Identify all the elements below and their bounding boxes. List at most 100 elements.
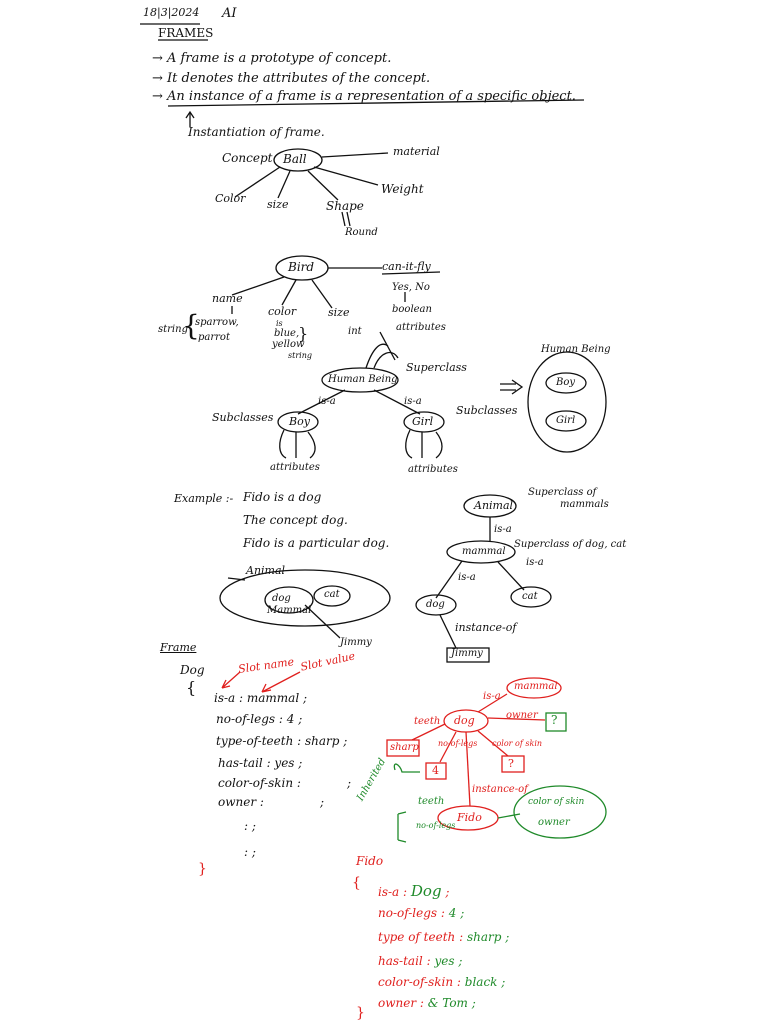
bird-color-label: color: [268, 305, 297, 318]
fido-line-4-label: has-tail :: [378, 954, 431, 968]
net-edge-is-a: [477, 693, 508, 713]
fido-line-1-label: is-a :: [378, 885, 408, 899]
ball-node: [273, 148, 323, 172]
example-line-2: The concept dog.: [243, 513, 348, 527]
venn-dog: dog: [272, 593, 291, 604]
string-label: string: [158, 324, 188, 335]
net-color-of-skin: color of skin: [492, 739, 543, 748]
net-no-of-legs: no-of-legs: [438, 739, 478, 748]
color-label: Color: [215, 192, 246, 205]
frames-point-2: → It denotes the attributes of the conce…: [152, 71, 431, 86]
fido-line-6-end: ;: [471, 996, 476, 1010]
tree-mammal-note: Superclass of dog, cat: [514, 539, 627, 550]
color-is: is: [276, 319, 283, 328]
net-q1: ?: [551, 713, 558, 727]
name-brace: {: [182, 309, 200, 342]
material-label: material: [393, 145, 440, 158]
tree-animal: Animal: [474, 499, 514, 512]
tree-edge-dog-jimmy: [439, 614, 457, 649]
fido-line-5: color-of-skin : black ;: [378, 976, 505, 988]
net-instance-of: instance-of: [472, 784, 528, 795]
jimmy-pointer: [304, 604, 341, 639]
fido-line-3-value: sharp: [466, 930, 502, 944]
frame-dog-name: Dog: [180, 663, 205, 677]
net-no-of-legs-2: no-of-legs: [416, 821, 456, 830]
fido-frame-name: Fido: [356, 854, 384, 868]
boy-attribute-strokes: [279, 429, 316, 459]
subclasses-left: Subclasses: [212, 411, 274, 424]
net-edge-skin: [477, 730, 509, 757]
can-fly-underline: [381, 271, 441, 275]
fido-line-5-value: black: [464, 975, 498, 989]
fido-line-6: owner : & Tom ;: [378, 997, 476, 1009]
implies-arrow: [500, 379, 524, 395]
net-edge-legs: [439, 731, 457, 763]
tree-edge-mammal-cat: [497, 561, 525, 591]
superclass-label: Superclass: [406, 361, 467, 374]
is-a-left: is-a: [318, 396, 336, 407]
is-a-right: is-a: [404, 396, 422, 407]
example-line-3: Fido is a particular dog.: [243, 536, 390, 550]
dog-slot-1: is-a : mammal ;: [214, 691, 308, 705]
venn-girl-label: Girl: [556, 415, 576, 426]
frames-point-2-text: It denotes the attributes of the concept…: [167, 71, 431, 86]
cat-venn: [313, 585, 351, 607]
net-q2-box: [501, 755, 525, 773]
int-label: int: [348, 326, 362, 337]
fido-line-4: has-tail : yes ;: [378, 955, 462, 967]
bird-edge-color: [281, 279, 297, 306]
subclasses-right: Subclasses: [456, 404, 518, 417]
frames-point-3-text: An instance of a frame is a representati…: [167, 89, 576, 104]
tree-instance-of: instance-of: [455, 621, 517, 634]
fido-line-1: is-a : Dog ;: [378, 884, 449, 899]
fido-line-3-end: ;: [505, 930, 510, 944]
fido-line-2-label: no-of-legs :: [378, 906, 445, 920]
bird-edge-size: [311, 279, 333, 309]
boy-label: Boy: [289, 415, 310, 428]
bird-label: Bird: [288, 260, 315, 274]
ball-label: Ball: [283, 152, 307, 166]
venn-mammal: Mammal: [267, 605, 312, 616]
tree-edge-mammal-dog: [435, 560, 463, 599]
animal-venn: [219, 569, 391, 627]
frame-label: Frame: [160, 641, 197, 654]
fido-line-3-label: type of teeth :: [378, 930, 464, 944]
venn-cat: cat: [324, 589, 340, 600]
color-value-blue: blue,: [274, 328, 300, 339]
boy-attributes: attributes: [270, 462, 320, 473]
dog-slot-4: has-tail : yes ;: [218, 756, 303, 770]
bird-attributes: attributes: [396, 322, 446, 333]
animal-pointer: [227, 577, 246, 581]
net-q1-box: [545, 712, 567, 732]
dog-slot-6: owner :: [218, 795, 264, 809]
fido-open-brace: {: [352, 875, 361, 891]
girl-node: [403, 411, 445, 433]
dog-slot-dots-2: : ;: [244, 845, 256, 859]
name-value-parrot: parrot: [198, 332, 230, 343]
girl-attribute-strokes: [405, 429, 443, 459]
human-being-node: [321, 367, 399, 393]
fido-line-5-label: color-of-skin :: [378, 975, 461, 989]
tree-dog: dog: [426, 599, 445, 610]
color-brace: }: [298, 324, 309, 343]
girl-label: Girl: [412, 415, 434, 428]
tree-is-a-1: is-a: [494, 524, 512, 535]
net-fido: Fido: [457, 811, 482, 824]
green-ellipse: [513, 785, 607, 839]
concept-label: Concept: [222, 151, 273, 165]
net-sharp-box: [386, 739, 420, 757]
round-label: Round: [345, 227, 378, 238]
fido-line-1-end: ;: [445, 885, 450, 899]
slot-name-arrow: [221, 671, 241, 689]
size-label: size: [267, 198, 289, 211]
net-is-a: is-a: [483, 691, 501, 702]
tree-cat: cat: [522, 591, 538, 602]
tree-animal-note-1: Superclass of: [528, 487, 597, 498]
dog-slot-dots-1: : ;: [244, 819, 256, 833]
net-teeth-2: teeth: [418, 796, 445, 807]
venn-title: Human Being: [541, 344, 611, 355]
boolean-label: boolean: [392, 304, 432, 315]
frames-point-1-text: A frame is a prototype of concept.: [167, 51, 392, 66]
weight-label: Weight: [381, 182, 424, 196]
dog-slot-5: color-of-skin :: [218, 776, 301, 790]
